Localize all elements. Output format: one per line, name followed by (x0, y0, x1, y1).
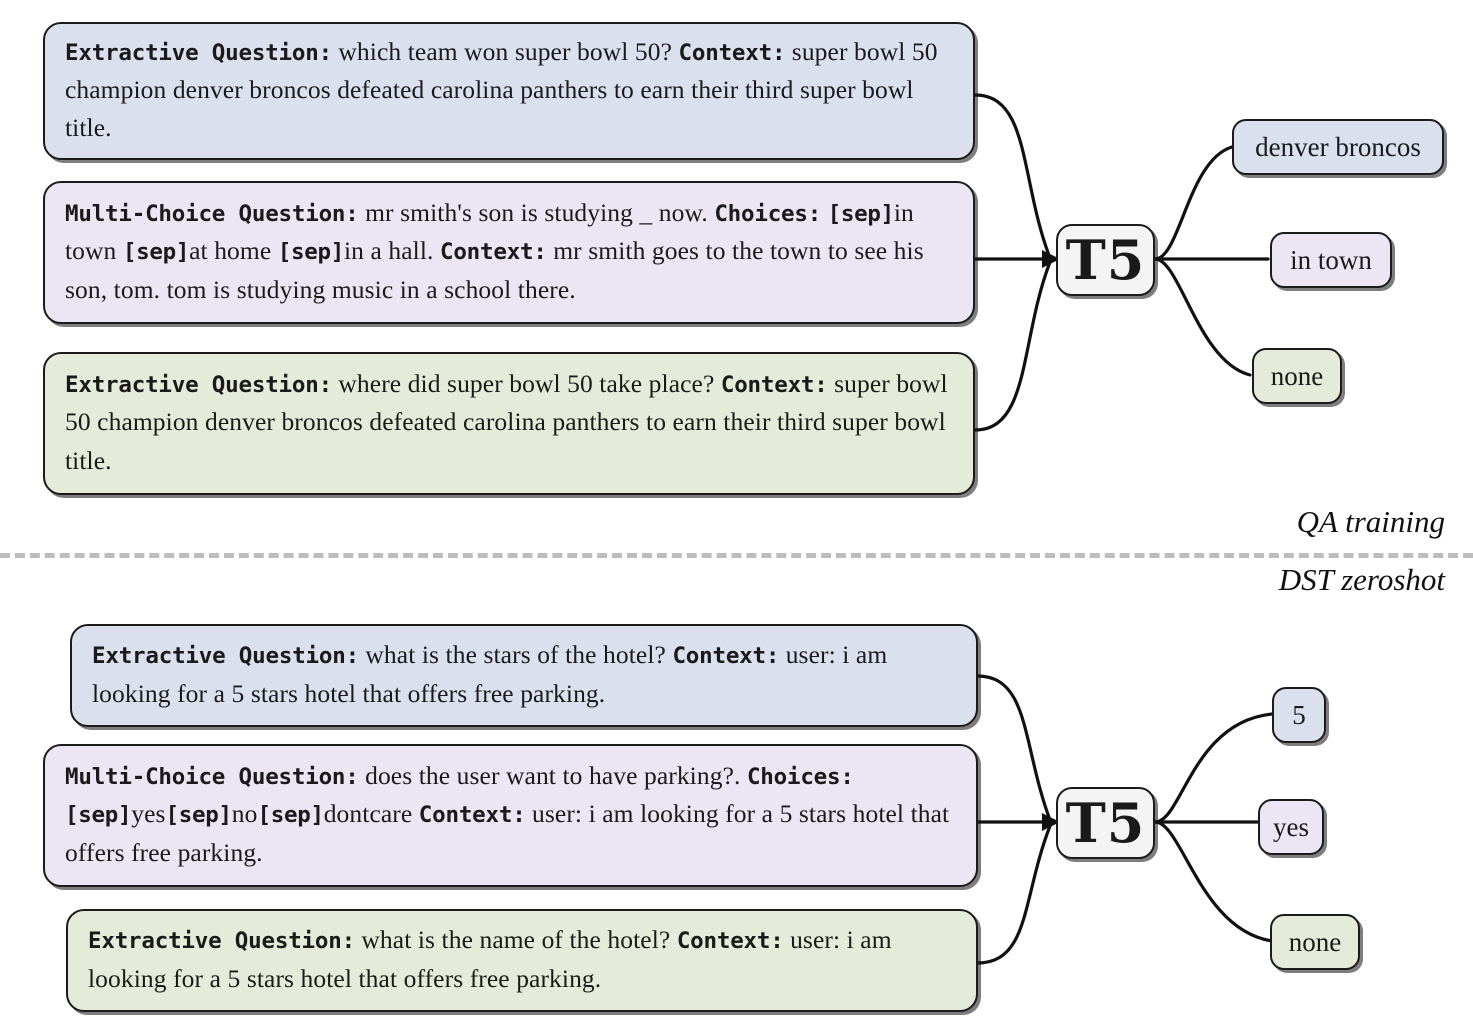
dst-model-node-t5[interactable]: T5 (1056, 787, 1155, 859)
qa-model-node-t5[interactable]: T5 (1056, 224, 1155, 296)
context-text: super bowl 50 champion denver broncos de… (65, 369, 948, 475)
dst-output-none[interactable]: none (1270, 914, 1360, 970)
qa-input-extractive-1[interactable]: Extractive Question: which team won supe… (43, 22, 975, 160)
dst-input-multichoice[interactable]: Multi-Choice Question: does the user wan… (43, 744, 978, 887)
arrowhead-qa-model (1042, 250, 1060, 268)
context-tag-label: Context: (418, 802, 526, 829)
choice-option: at home (189, 236, 272, 266)
context-tag-label: Context: (672, 643, 780, 670)
prompt-line: Extractive Question: what is the stars o… (92, 636, 956, 713)
output-label: none (1270, 360, 1324, 391)
context-text: user: i am looking for a 5 stars hotel t… (88, 925, 892, 993)
qa-output-in-town[interactable]: in town (1270, 232, 1392, 288)
section-divider (0, 553, 1473, 558)
context-text: user: i am looking for a 5 stars hotel t… (65, 799, 950, 867)
prompt-line: Multi-Choice Question: mr smith's son is… (65, 194, 953, 309)
output-label: in town (1290, 244, 1372, 275)
sep-token: [sep] (277, 239, 345, 266)
context-tag-label: Context: (439, 239, 547, 266)
choice-option: no (231, 799, 258, 829)
question-text: where did super bowl 50 take place? (338, 369, 715, 399)
sep-token: [sep] (122, 239, 190, 266)
qa-output-denver-broncos[interactable]: denver broncos (1232, 119, 1444, 175)
question-tag-label: Multi-Choice Question: (65, 764, 359, 791)
wire-qa-model-to-output3 (1153, 257, 1252, 377)
question-text: what is the name of the hotel? (361, 925, 671, 955)
dst-input-extractive-2[interactable]: Extractive Question: what is the name of… (66, 909, 978, 1012)
wire-dst-input3-to-model (975, 824, 1052, 965)
context-text: mr smith goes to the town to see his son… (65, 236, 924, 304)
dst-output-5[interactable]: 5 (1272, 687, 1326, 743)
sep-token: [sep] (257, 802, 324, 829)
wire-qa-input3-to-model (973, 260, 1052, 432)
model-label: T5 (1065, 228, 1146, 292)
choice-option: in a hall. (343, 236, 434, 266)
choice-option: dontcare (323, 799, 413, 829)
wire-dst-model-to-output1 (1153, 712, 1274, 824)
context-tag-label: Context: (678, 39, 786, 66)
question-text: does the user want to have parking?. (365, 761, 741, 791)
label-dst-zeroshot: DST zeroshot (1278, 562, 1445, 597)
dst-input-extractive-1[interactable]: Extractive Question: what is the stars o… (70, 624, 978, 727)
choices-tag-label: Choices: (714, 201, 822, 228)
wire-qa-input1-to-model (973, 93, 1052, 260)
prompt-line: Extractive Question: where did super bow… (65, 365, 953, 480)
context-tag-label: Context: (676, 928, 784, 955)
qa-input-extractive-2[interactable]: Extractive Question: where did super bow… (43, 352, 975, 495)
wire-dst-input1-to-model (975, 674, 1052, 822)
context-tag-label: Context: (720, 372, 828, 399)
choice-option: yes (131, 799, 166, 829)
output-label: none (1288, 926, 1342, 957)
qa-output-none[interactable]: none (1252, 348, 1342, 404)
question-tag-label: Extractive Question: (65, 372, 332, 399)
choice-option: in town (65, 198, 914, 266)
wire-dst-model-to-output3 (1153, 820, 1274, 943)
sep-token: [sep] (65, 802, 132, 829)
choices-tag-label: Choices: (746, 764, 854, 791)
arrowhead-dst-model (1042, 813, 1060, 831)
sep-token: [sep] (165, 802, 233, 829)
model-label: T5 (1065, 791, 1146, 855)
prompt-line: Extractive Question: what is the name of… (88, 921, 956, 998)
output-label: yes (1273, 811, 1309, 842)
prompt-line: Extractive Question: which team won supe… (65, 33, 953, 148)
question-tag-label: Extractive Question: (92, 643, 359, 670)
output-label: 5 (1292, 699, 1306, 730)
prompt-line: Multi-Choice Question: does the user wan… (65, 757, 956, 872)
dst-output-yes[interactable]: yes (1258, 799, 1324, 855)
context-text: super bowl 50 champion denver broncos de… (65, 36, 938, 143)
qa-input-multichoice[interactable]: Multi-Choice Question: mr smith's son is… (43, 181, 975, 324)
output-label: denver broncos (1255, 131, 1421, 162)
question-tag-label: Extractive Question: (88, 928, 355, 955)
wire-qa-model-to-output1 (1153, 145, 1234, 261)
question-text: mr smith's son is studying _ now. (365, 198, 708, 228)
question-text: which team won super bowl 50? (338, 36, 673, 66)
question-tag-label: Extractive Question: (65, 39, 332, 66)
sep-token: [sep] (827, 201, 895, 228)
label-qa-training: QA training (1296, 504, 1445, 539)
question-text: what is the stars of the hotel? (365, 640, 666, 670)
context-text: user: i am looking for a 5 stars hotel t… (92, 640, 888, 708)
question-tag-label: Multi-Choice Question: (65, 201, 359, 228)
